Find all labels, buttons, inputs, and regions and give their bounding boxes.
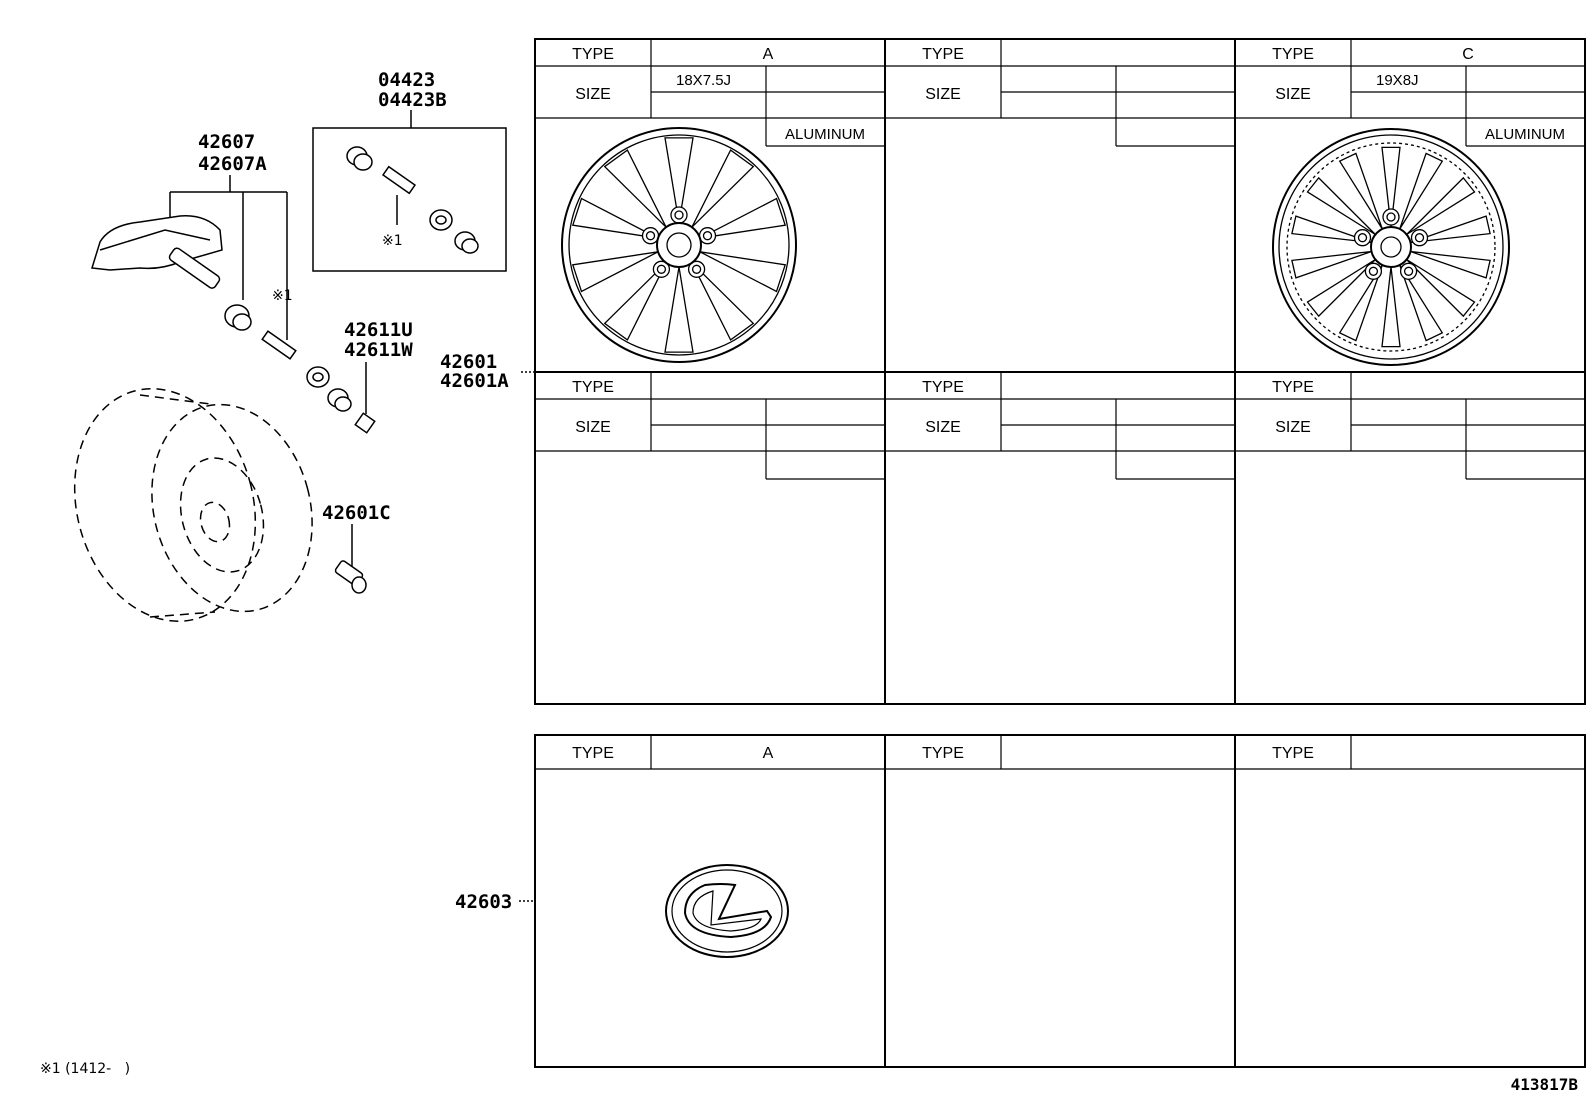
part-number-42607a: 42607A — [198, 153, 267, 175]
type-value-1: A — [763, 46, 774, 63]
type-label-1: TYPE — [572, 46, 614, 63]
type-label-6: TYPE — [1272, 379, 1314, 396]
ornament-type-label-2: TYPE — [922, 745, 964, 762]
ornament-type-value-1: A — [763, 745, 774, 762]
tire-pressure-sensor — [91, 215, 223, 289]
size-value-3: 19X8J — [1376, 72, 1419, 89]
valve-parts — [224, 304, 376, 434]
footnote: ※1 (1412- ) — [40, 1061, 130, 1077]
figure-id: 413817B — [1511, 1075, 1579, 1094]
material-1: ALUMINUM — [785, 126, 865, 143]
wheel-type-c-illustration — [1272, 128, 1510, 366]
valve-kit-box — [312, 127, 507, 272]
hub-nut — [334, 560, 367, 594]
part-number-42601: 42601 — [440, 351, 497, 373]
valve-kit-illustration — [346, 146, 479, 254]
wheel-ornament-emblem — [665, 864, 789, 958]
part-number-42611u: 42611U — [344, 319, 413, 341]
size-label-3: SIZE — [1275, 86, 1311, 103]
wheel-table — [534, 38, 1586, 705]
ref-mark-kit: ※1 — [382, 233, 403, 249]
sensor-leader-lines — [169, 175, 288, 340]
ref-mark-sensor: ※1 — [272, 288, 293, 304]
ornament-type-label-1: TYPE — [572, 745, 614, 762]
part-number-42611w: 42611W — [344, 339, 413, 361]
part-number-04423: 04423 — [378, 69, 435, 91]
material-3: ALUMINUM — [1485, 126, 1565, 143]
wheel-type-a-illustration — [561, 127, 797, 363]
tire-illustration — [73, 388, 313, 622]
wheel-table-cell-grid — [535, 39, 1586, 480]
part-number-42603: 42603 — [455, 891, 512, 913]
part-number-42601c: 42601C — [322, 502, 391, 524]
ornament-table — [534, 734, 1586, 1068]
part-number-04423b: 04423B — [378, 89, 447, 111]
type-label-3: TYPE — [1272, 46, 1314, 63]
type-value-3: C — [1462, 46, 1474, 63]
size-label-1: SIZE — [575, 86, 611, 103]
size-label-5: SIZE — [925, 419, 961, 436]
size-value-1: 18X7.5J — [676, 72, 731, 89]
type-label-4: TYPE — [572, 379, 614, 396]
type-label-2: TYPE — [922, 46, 964, 63]
part-number-42607: 42607 — [198, 131, 255, 153]
type-label-5: TYPE — [922, 379, 964, 396]
size-label-4: SIZE — [575, 419, 611, 436]
size-label-2: SIZE — [925, 86, 961, 103]
part-number-42601a: 42601A — [440, 370, 509, 392]
ornament-type-label-3: TYPE — [1272, 745, 1314, 762]
size-label-6: SIZE — [1275, 419, 1311, 436]
